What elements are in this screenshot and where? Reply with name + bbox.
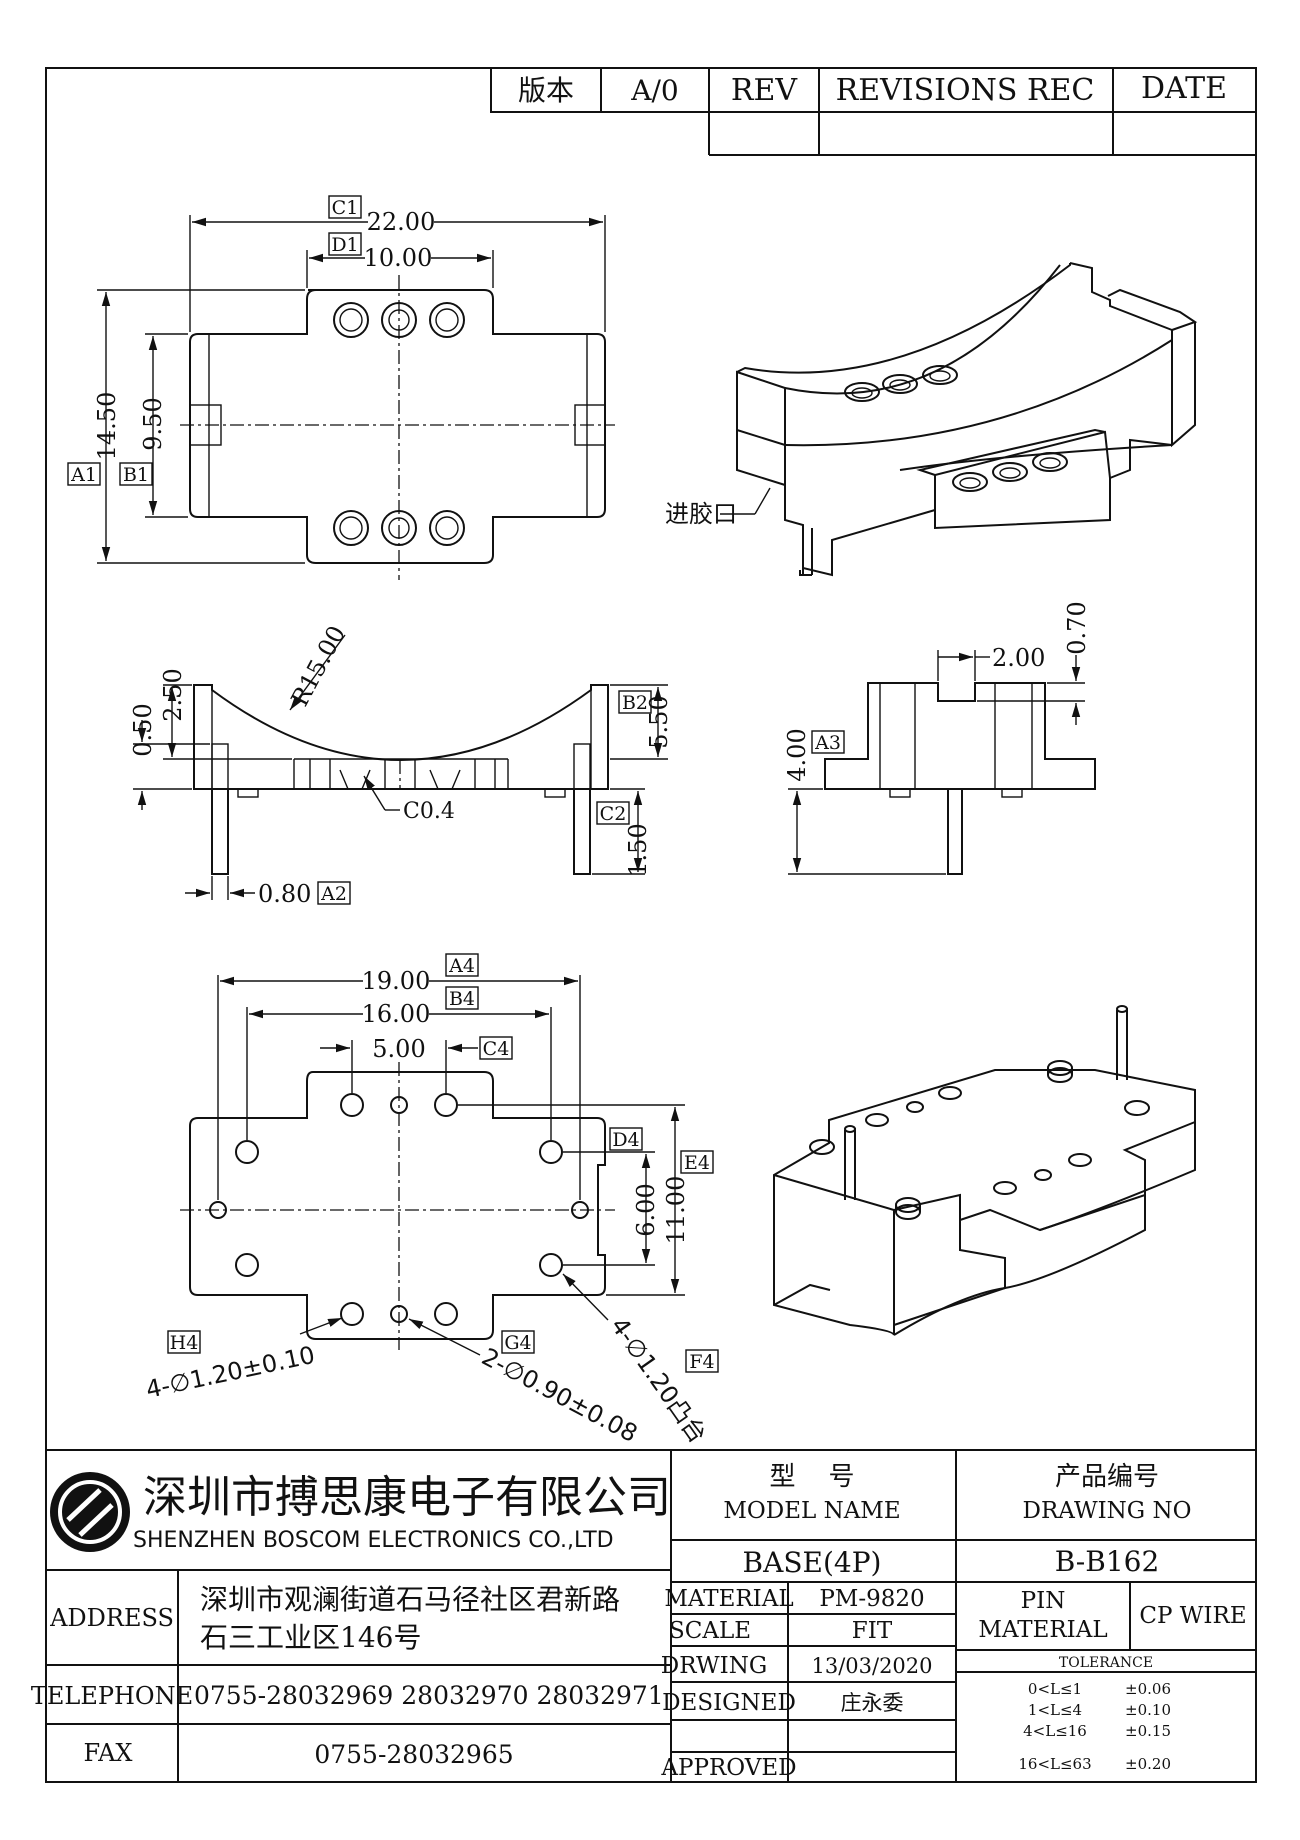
company-logo [50, 1472, 130, 1552]
dim-d1-value: 10.00 [364, 244, 433, 272]
scale-value: FIT [852, 1618, 893, 1644]
dim-c1-tag: C1 [332, 197, 359, 219]
dim-400: 4.00 [783, 728, 811, 781]
address-label: ADDRESS [49, 1604, 174, 1632]
version-value: A/0 [630, 74, 678, 107]
sheet-border [45, 67, 1257, 1783]
tolerance-range-1: 0<L≤1 [1028, 1680, 1082, 1698]
gate-label: 进胶口 [665, 500, 737, 528]
dim-1600: 16.00 [362, 1000, 431, 1028]
model-name-cn: 型 号 [769, 1462, 854, 1492]
dim-500: 5.00 [372, 1035, 425, 1063]
dim-c04: C0.4 [403, 799, 455, 824]
revision-block: 版本 A/0 REV REVISIONS REC DATE [490, 67, 1257, 156]
model-value: BASE(4P) [743, 1546, 882, 1579]
drawing-date: 13/03/2020 [811, 1654, 932, 1678]
telephone-value: 0755-28032969 28032970 28032971 [194, 1681, 664, 1710]
approved-label: APPROVED [660, 1755, 796, 1781]
side-view: 2.00 0.70 4.00 A3 [783, 601, 1096, 875]
tolerance-value-3: ±0.15 [1125, 1722, 1171, 1740]
dim-080: 0.80 [258, 880, 311, 908]
fax-value: 0755-28032965 [314, 1740, 513, 1769]
dim-250: 2.50 [159, 668, 187, 721]
drawing-no-cn: 产品编号 [1055, 1462, 1159, 1492]
dim-a3-tag: A3 [814, 732, 841, 754]
drawing-label: DRWING [661, 1653, 767, 1679]
fax-label: FAX [84, 1739, 133, 1767]
revisions-label: REVISIONS REC [836, 73, 1095, 108]
dim-200: 2.00 [992, 644, 1045, 672]
rev-label: REV [731, 73, 798, 108]
tolerance-range-4: 16<L≤63 [1018, 1755, 1091, 1773]
dim-050: 0.50 [129, 703, 157, 756]
material-label: MATERIAL [664, 1586, 793, 1612]
dim-c2-tag: C2 [600, 803, 627, 825]
dim-radius: R15.00 [286, 621, 351, 711]
dim-hole-g4: 2-∅0.90±0.08 [477, 1343, 642, 1448]
dim-a2-tag: A2 [320, 883, 347, 905]
dim-b1-value: 9.50 [139, 397, 167, 450]
company-name-cn: 深圳市搏思康电子有限公司 [143, 1472, 671, 1523]
material-value: PM-9820 [819, 1586, 924, 1612]
designed-value: 庄永委 [841, 1691, 904, 1715]
dim-550: 5.50 [645, 695, 673, 748]
dim-f4-tag: F4 [689, 1351, 714, 1373]
dim-c4-tag: C4 [483, 1038, 510, 1060]
dim-070: 0.70 [1063, 601, 1091, 654]
dim-h4-tag: H4 [170, 1332, 199, 1354]
isometric-bottom-view [773, 1005, 1196, 1336]
pin-material-label-2: MATERIAL [978, 1617, 1107, 1643]
dim-d4-tag: D4 [612, 1129, 639, 1151]
dim-1100: 11.00 [662, 1176, 690, 1245]
bottom-view: 19.00 A4 16.00 B4 5.00 C4 11.00 E4 6.00 … [143, 953, 719, 1448]
telephone-label: TELEPHONE [31, 1682, 193, 1710]
dim-1900: 19.00 [362, 967, 431, 995]
dim-c1-value: 22.00 [367, 208, 436, 236]
title-block: 深圳市搏思康电子有限公司 SHENZHEN BOSCOM ELECTRONICS… [31, 1449, 1256, 1782]
tolerance-range-2: 1<L≤4 [1028, 1701, 1082, 1719]
dim-600: 6.00 [632, 1183, 660, 1236]
tolerance-value-1: ±0.06 [1125, 1680, 1171, 1698]
dim-g4-tag: G4 [504, 1332, 531, 1354]
model-name-en: MODEL NAME [723, 1498, 900, 1524]
top-view: C1 22.00 D1 10.00 14.50 A1 9.50 B1 [67, 195, 615, 580]
dim-b4-tag: B4 [449, 988, 475, 1010]
pin-material-label: PIN [1021, 1588, 1066, 1614]
designed-label: DESIGNED [662, 1690, 796, 1716]
drawing-no-value: B-B162 [1055, 1545, 1160, 1578]
dim-a1-value: 14.50 [93, 392, 121, 461]
front-view: R15.00 2.50 0.50 C0.4 B2 5.50 C2 1.50 0.… [129, 621, 673, 908]
version-label: 版本 [518, 74, 574, 107]
date-label: DATE [1141, 71, 1227, 106]
address-line2: 石三工业区146号 [200, 1621, 421, 1654]
dim-150: 1.50 [624, 823, 652, 876]
address-line1: 深圳市观澜街道石马径社区君新路 [200, 1583, 620, 1616]
tolerance-value-2: ±0.10 [1125, 1701, 1171, 1719]
tolerance-label: TOLERANCE [1059, 1655, 1153, 1671]
dim-a1-tag: A1 [70, 464, 97, 486]
dim-b2-tag: B2 [622, 692, 648, 714]
dim-b1-tag: B1 [123, 464, 149, 486]
dim-e4-tag: E4 [684, 1152, 710, 1174]
isometric-top-view: 进胶口 [665, 262, 1198, 577]
scale-label: SCALE [669, 1618, 751, 1644]
pin-material-value: CP WIRE [1139, 1603, 1246, 1629]
tolerance-value-4: ±0.20 [1125, 1755, 1171, 1773]
dim-a4-tag: A4 [448, 955, 475, 977]
dim-d1-tag: D1 [331, 234, 358, 256]
drawing-no-en: DRAWING NO [1023, 1498, 1192, 1524]
tolerance-range-3: 4<L≤16 [1023, 1722, 1087, 1740]
company-name-en: SHENZHEN BOSCOM ELECTRONICS CO.,LTD [133, 1528, 614, 1553]
